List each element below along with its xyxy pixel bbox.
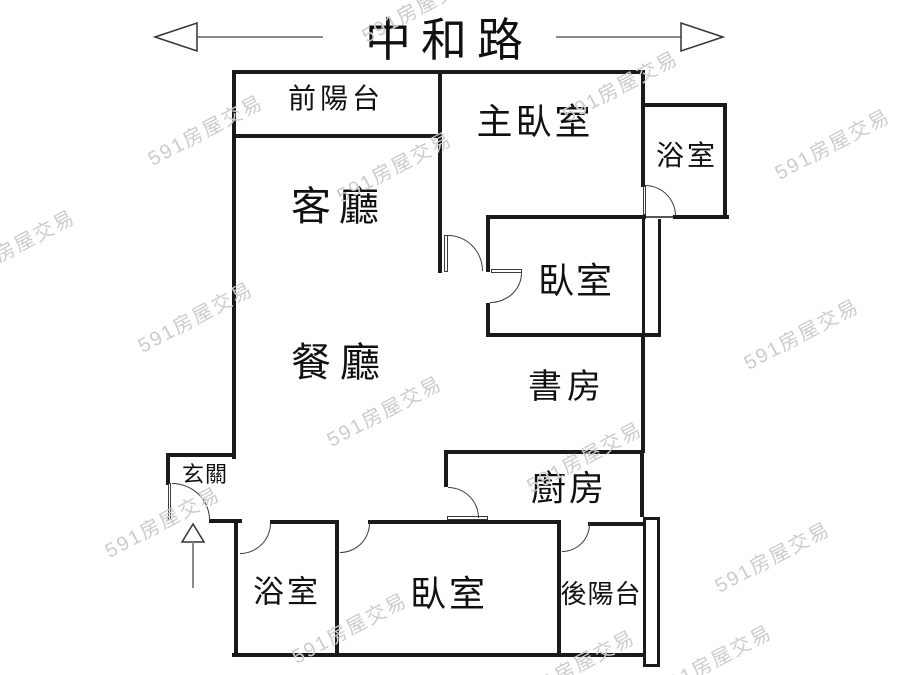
- wall-bedroom-middle-bottom: [486, 333, 661, 337]
- watermark: 591房屋交易: [134, 278, 258, 358]
- room-label-bathroom-upper: 浴室: [655, 140, 719, 171]
- wall-bath-lower-left: [234, 520, 238, 657]
- wall-master-bottom-right: [673, 215, 729, 219]
- door-arc-bedroom-lower: [340, 523, 370, 553]
- wall-rear-balcony-right-pillar: [643, 517, 660, 667]
- watermark: 591房屋交易: [653, 621, 777, 675]
- room-label-living-room: 客廳: [291, 185, 387, 229]
- wall-duct-left: [642, 219, 645, 333]
- wall-bedroom-lower-right: [557, 523, 561, 657]
- room-label-front-balcony: 前陽台: [287, 83, 385, 114]
- wall-living-master-divider: [438, 70, 442, 273]
- wall-duct-right: [658, 219, 661, 333]
- room-label-kitchen: 廚房: [530, 469, 608, 509]
- door-arc-bath-lower: [240, 523, 271, 554]
- door-arc-master: [448, 235, 483, 271]
- road-name: 中和路: [365, 14, 533, 66]
- door-arc-kitchen: [448, 487, 479, 518]
- wall-bath-upper-top: [641, 103, 727, 107]
- watermark: 591房屋交易: [559, 47, 683, 127]
- wall-master-bottom-left: [486, 215, 646, 219]
- wall-bedroom-middle-left-upper: [486, 215, 490, 272]
- entrance-arrow-icon: [180, 522, 206, 588]
- wall-bedroom-lower-top: [368, 520, 561, 524]
- wall-entry-bottom: [209, 519, 242, 523]
- watermark: 591房屋交易: [516, 626, 640, 675]
- wall-entry-top: [166, 453, 236, 457]
- door-arc-bedroom-middle: [490, 273, 522, 303]
- room-label-bedroom-lower: 臥室: [409, 573, 489, 614]
- wall-bottom: [232, 653, 647, 657]
- room-label-study: 書房: [528, 368, 606, 406]
- room-label-dining-room: 餐廳: [291, 341, 389, 385]
- room-label-entryway: 玄關: [181, 462, 229, 487]
- door-arc-rear-balcony: [562, 524, 590, 552]
- wall-bedroom-middle-left-lower: [486, 303, 490, 337]
- wall-entry-left: [166, 453, 170, 485]
- wall-bath-bed-divider: [335, 520, 339, 657]
- wall-kitchen-right: [640, 453, 644, 517]
- wall-rear-balcony-top: [588, 522, 645, 526]
- wall-bath-lower-top: [270, 520, 337, 524]
- watermark: 591房屋交易: [740, 295, 864, 375]
- watermark: 591房屋交易: [771, 105, 895, 185]
- door-arc-bath-upper: [645, 185, 676, 216]
- watermark: 591房屋交易: [711, 518, 835, 598]
- wall-front-balcony-bottom: [232, 134, 442, 138]
- door-leaf-entry: [168, 483, 171, 520]
- road-arrow-right-icon: [556, 21, 726, 53]
- road-arrow-left-icon: [152, 21, 323, 53]
- room-label-bathroom-lower: 浴室: [253, 574, 321, 610]
- door-threshold-bath-upper: [646, 216, 673, 218]
- wall-study-right: [641, 337, 645, 453]
- watermark: 591房屋交易: [144, 91, 268, 171]
- room-label-rear-balcony: 後陽台: [560, 579, 642, 609]
- room-label-master-bedroom: 主臥室: [476, 101, 594, 142]
- wall-left: [232, 70, 236, 459]
- wall-kitchen-top: [444, 450, 644, 454]
- wall-bath-upper-right: [723, 103, 727, 219]
- watermark: 591房屋交易: [0, 206, 80, 286]
- wall-master-right: [641, 70, 645, 187]
- wall-kitchen-left: [444, 450, 448, 487]
- room-label-bedroom-middle: 臥室: [537, 260, 615, 301]
